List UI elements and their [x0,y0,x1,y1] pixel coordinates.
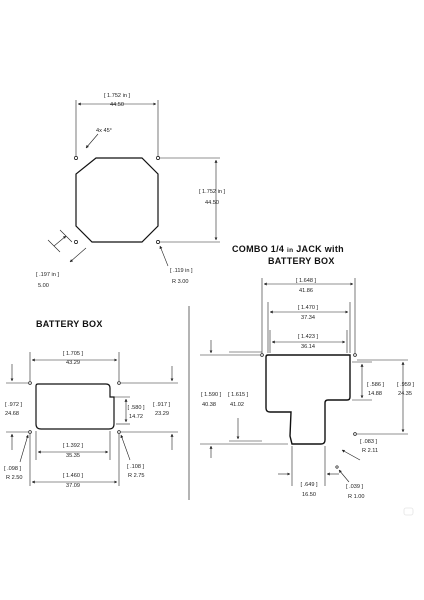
battery-outline [35,383,115,430]
square-hole-br [156,240,160,244]
square-hole-bl [74,240,78,244]
combo-bottom-mm: 16.50 [302,492,316,498]
combo-outline [265,354,351,445]
battery-right-in: [ .917 ] [153,402,171,408]
square-height-mm: 44.50 [205,200,219,206]
battery-inner-mm: 35.35 [66,453,80,459]
combo-w1-mm: 41.86 [299,288,313,294]
battery-height-mm: 24.68 [5,411,19,417]
combo-title-line1: COMBO 1/4 in JACK with [232,244,344,254]
square-width-mm: 44.50 [110,102,124,108]
battery-hole-left-in: [ .098 ] [4,466,22,472]
battery-height-in: [ .972 ] [5,402,23,408]
battery-hole-bl [28,430,32,434]
battery-hole-right-mm: R 2.75 [128,473,144,479]
square-outline [75,157,159,243]
combo-hole-mid [353,432,357,436]
square-cutout: [ 1.752 in ] 44.50 4x 45° [ 1.752 in ] 4… [36,93,226,289]
combo-h2-in: [ 1.615 ] [228,392,249,398]
battery-hole-tl [28,381,32,385]
battery-width-mm: 43.29 [66,360,80,366]
combo-w2-in: [ 1.470 ] [298,305,319,311]
watermark-mark [403,507,414,516]
square-edge-mm: 5.00 [38,283,49,289]
combo-title-line2: BATTERY BOX [268,256,335,266]
combo-w1-in: [ 1.648 ] [296,278,317,284]
battery-notch-mm: 14.72 [129,414,143,420]
battery-hole-br [117,430,121,434]
combo-r1-in: [ .586 ] [367,382,385,388]
combo-w3-mm: 36.14 [301,344,315,350]
battery-hole-left-mm: R 2.50 [6,475,22,481]
combo-hole-btm [335,465,339,469]
square-hole-tr [156,156,160,160]
combo-hole1-mm: R 2.11 [362,448,378,454]
square-hole-mm: R 3.00 [172,279,188,285]
battery-inner-in: [ 1.392 ] [63,443,84,449]
combo-r1-mm: 14.88 [368,391,382,397]
combo-r2-mm: 24.35 [398,391,412,397]
combo-bottom-in: [ .649 ] [300,482,318,488]
battery-outer-in: [ 1.460 ] [63,473,84,479]
combo-hole1-in: [ .083 ] [360,439,378,445]
combo-drawing: COMBO 1/4 in JACK with BATTERY BOX [ 1.6… [200,244,415,500]
combo-h1-in: [ 1.590 ] [201,392,222,398]
battery-notch-in: [ .580 ] [127,405,145,411]
battery-title: BATTERY BOX [36,319,103,329]
combo-w2-mm: 37.34 [301,315,315,321]
combo-hole2-mm: R 1.00 [348,494,364,500]
battery-box-drawing: BATTERY BOX [ 1.705 ] 43.29 [ .972 ] 24.… [4,319,178,489]
combo-h1-mm: 40.38 [202,402,216,408]
battery-outer-mm: 37.09 [66,483,80,489]
square-height-in: [ 1.752 in ] [199,189,226,195]
battery-hole-tr [117,381,121,385]
combo-hole-tl [260,353,264,357]
combo-hole2-in: [ .039 ] [346,484,364,490]
combo-hole-tr [353,353,357,357]
battery-right-mm: 23.29 [155,411,169,417]
combo-r2-in: [ .959 ] [397,382,415,388]
combo-h2-mm: 41.02 [230,402,244,408]
square-hole-tl [74,156,78,160]
square-hole-in: [ .119 in ] [170,268,193,274]
square-width-in: [ 1.752 in ] [104,93,131,99]
battery-width-in: [ 1.705 ] [63,351,84,357]
battery-hole-right-in: [ .108 ] [127,464,145,470]
square-edge-in: [ .197 in ] [36,272,59,278]
square-chamfer-label: 4x 45° [96,128,112,134]
combo-w3-in: [ 1.423 ] [298,334,319,340]
